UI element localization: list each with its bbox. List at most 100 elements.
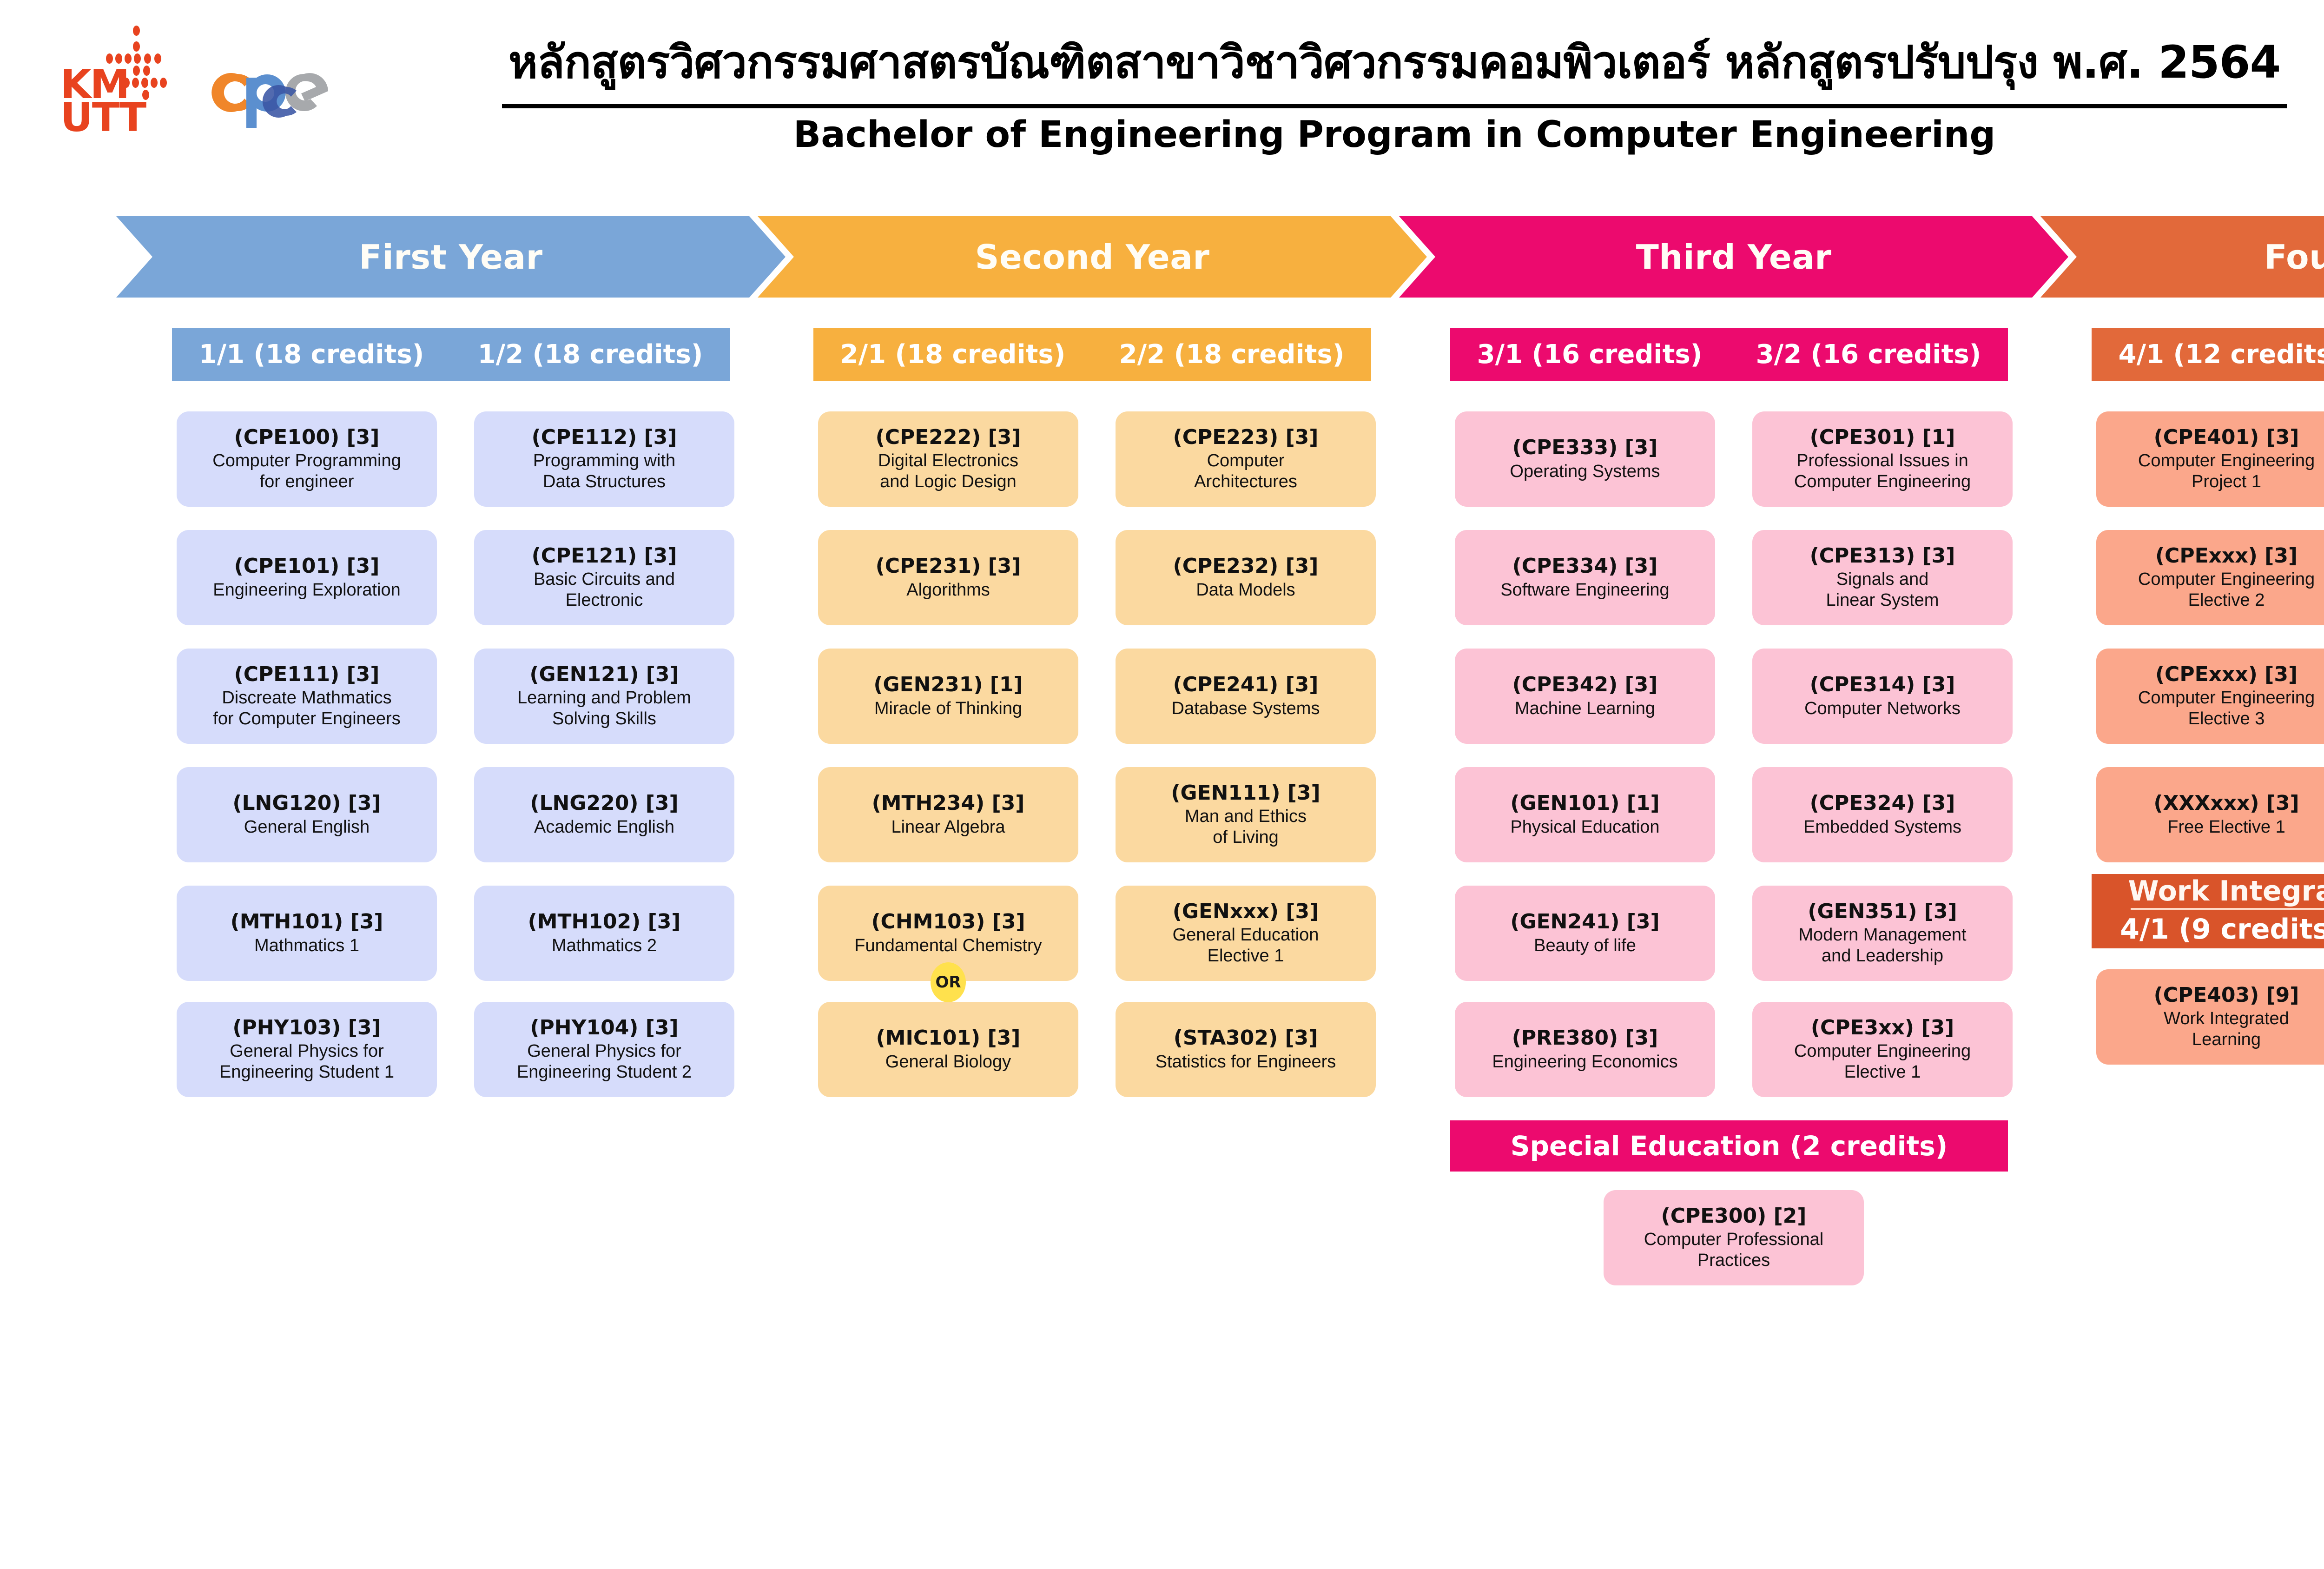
- course-code: (PHY104) [3]: [530, 1016, 679, 1040]
- course-box-second-1-4[interactable]: (MTH234) [3]Linear Algebra: [818, 767, 1078, 862]
- course-code: (CPE223) [3]: [1173, 425, 1319, 450]
- year-banner-third: Third Year: [1399, 216, 2068, 298]
- course-box-first-2-5[interactable]: (MTH102) [3]Mathmatics 2: [474, 886, 734, 981]
- course-name: General Physics for Engineering Student …: [219, 1041, 395, 1082]
- course-box-third-1-2[interactable]: (CPE334) [3]Software Engineering: [1455, 530, 1715, 625]
- course-box-first-1-2[interactable]: (CPE101) [3]Engineering Exploration: [177, 530, 437, 625]
- course-name: Machine Learning: [1514, 698, 1656, 718]
- course-box-second-1-2[interactable]: (CPE231) [3]Algorithms: [818, 530, 1078, 625]
- course-box-fourth-1-4[interactable]: (XXXxxx) [3]Free Elective 1: [2096, 767, 2324, 862]
- course-box-third-2-4[interactable]: (CPE324) [3]Embedded Systems: [1752, 767, 2013, 862]
- logo-group: KM UTT: [60, 26, 338, 146]
- course-code: (CPExxx) [3]: [2155, 662, 2298, 687]
- course-name: Fundamental Chemistry: [854, 935, 1042, 955]
- course-box-special-education[interactable]: (CPE300) [2]Computer Professional Practi…: [1604, 1190, 1864, 1285]
- course-box-third-1-3[interactable]: (CPE342) [3]Machine Learning: [1455, 649, 1715, 744]
- course-box-wil-1-1[interactable]: (CPE403) [9]Work Integrated Learning: [2096, 969, 2324, 1065]
- semester-label-3-1: 3/1 (16 credits): [1477, 339, 1703, 370]
- course-code: (CPE342) [3]: [1512, 673, 1658, 697]
- title-divider: [502, 104, 2287, 108]
- course-code: (CPE300) [2]: [1661, 1204, 1807, 1228]
- course-name: Beauty of life: [1534, 935, 1636, 955]
- course-name: Statistics for Engineers: [1155, 1052, 1336, 1072]
- course-box-third-1-5[interactable]: (GEN241) [3]Beauty of life: [1455, 886, 1715, 981]
- course-code: (CHM103) [3]: [871, 910, 1025, 934]
- course-name: Professional Issues in Computer Engineer…: [1794, 451, 1971, 492]
- course-code: (CPE100) [3]: [234, 425, 380, 450]
- course-box-second-2-3[interactable]: (CPE241) [3]Database Systems: [1116, 649, 1376, 744]
- course-box-first-1-5[interactable]: (MTH101) [3]Mathmatics 1: [177, 886, 437, 981]
- course-name: Physical Education: [1510, 817, 1660, 837]
- course-box-third-1-4[interactable]: (GEN101) [1]Physical Education: [1455, 767, 1715, 862]
- course-name: Learning and Problem Solving Skills: [517, 688, 691, 729]
- course-code: (MTH102) [3]: [528, 910, 681, 934]
- course-box-second-2-5[interactable]: (GENxxx) [3]General Education Elective 1: [1116, 886, 1376, 981]
- course-name: General Education Elective 1: [1172, 925, 1319, 966]
- course-name: Computer Engineering Project 1: [2138, 451, 2315, 492]
- course-box-third-1-1[interactable]: (CPE333) [3]Operating Systems: [1455, 411, 1715, 507]
- course-box-third-2-6[interactable]: (CPE3xx) [3]Computer Engineering Electiv…: [1752, 1002, 2013, 1097]
- course-name: Mathmatics 2: [552, 935, 657, 955]
- course-name: Data Models: [1196, 580, 1295, 600]
- course-box-first-1-1[interactable]: (CPE100) [3]Computer Programming for eng…: [177, 411, 437, 507]
- wil-semester-4-1: 4/1 (9 credits): [2120, 913, 2324, 946]
- course-code: (CPE222) [3]: [875, 425, 1021, 450]
- course-box-second-2-2[interactable]: (CPE232) [3]Data Models: [1116, 530, 1376, 625]
- course-name: Computer Architectures: [1194, 451, 1297, 492]
- semester-bar-year3: 3/1 (16 credits) 3/2 (16 credits): [1450, 328, 2008, 381]
- course-box-first-2-4[interactable]: (LNG220) [3]Academic English: [474, 767, 734, 862]
- course-name: Academic English: [534, 817, 675, 837]
- wil-divider: [2131, 907, 2324, 910]
- course-box-third-2-1[interactable]: (CPE301) [1]Professional Issues in Compu…: [1752, 411, 2013, 507]
- semester-bar-year4: 4/1 (12 credits) 4/2 (12 credits): [2092, 328, 2324, 381]
- course-box-first-2-2[interactable]: (CPE121) [3]Basic Circuits and Electroni…: [474, 530, 734, 625]
- semester-label-1-1: 1/1 (18 credits): [198, 339, 424, 370]
- course-code: (GEN241) [3]: [1510, 910, 1660, 934]
- year-label-first: First Year: [359, 237, 543, 277]
- course-code: (CPE3xx) [3]: [1810, 1016, 1954, 1040]
- course-box-first-2-3[interactable]: (GEN121) [3]Learning and Problem Solving…: [474, 649, 734, 744]
- course-name: General Biology: [885, 1052, 1011, 1072]
- course-box-first-1-6[interactable]: (PHY103) [3]General Physics for Engineer…: [177, 1002, 437, 1097]
- course-box-second-1-3[interactable]: (GEN231) [1]Miracle of Thinking: [818, 649, 1078, 744]
- course-box-fourth-1-2[interactable]: (CPExxx) [3]Computer Engineering Electiv…: [2096, 530, 2324, 625]
- course-name: Computer Programming for engineer: [212, 451, 401, 492]
- year-banner-row: First Year Second Year Third Year Fourth…: [0, 216, 2324, 298]
- course-name: Miracle of Thinking: [874, 698, 1023, 718]
- course-box-first-2-1[interactable]: (CPE112) [3]Programming with Data Struct…: [474, 411, 734, 507]
- course-box-first-2-6[interactable]: (PHY104) [3]General Physics for Engineer…: [474, 1002, 734, 1097]
- course-name: General Physics for Engineering Student …: [516, 1041, 692, 1082]
- course-box-first-1-4[interactable]: (LNG120) [3]General English: [177, 767, 437, 862]
- course-box-third-2-3[interactable]: (CPE314) [3]Computer Networks: [1752, 649, 2013, 744]
- course-name: Digital Electronics and Logic Design: [878, 451, 1018, 492]
- semester-label-4-1: 4/1 (12 credits): [2118, 339, 2324, 370]
- course-box-fourth-1-1[interactable]: (CPE401) [3]Computer Engineering Project…: [2096, 411, 2324, 507]
- course-box-third-2-2[interactable]: (CPE313) [3]Signals and Linear System: [1752, 530, 2013, 625]
- course-name: Man and Ethics of Living: [1185, 807, 1307, 847]
- course-name: Computer Engineering Elective 3: [2138, 688, 2315, 729]
- course-box-first-1-3[interactable]: (CPE111) [3]Discreate Mathmatics for Com…: [177, 649, 437, 744]
- year-label-second: Second Year: [975, 237, 1210, 277]
- course-box-second-1-1[interactable]: (CPE222) [3]Digital Electronics and Logi…: [818, 411, 1078, 507]
- course-box-fourth-1-3[interactable]: (CPExxx) [3]Computer Engineering Electiv…: [2096, 649, 2324, 744]
- page-header: KM UTT หลักสูตรวิศวกรรมศาสตรบัณฑิตสาขาวิ…: [0, 0, 2324, 200]
- course-box-third-2-5[interactable]: (GEN351) [3]Modern Management and Leader…: [1752, 886, 2013, 981]
- course-code: (LNG220) [3]: [530, 791, 679, 815]
- course-name: Database Systems: [1171, 698, 1320, 718]
- course-box-second-2-6[interactable]: (STA302) [3]Statistics for Engineers: [1116, 1002, 1376, 1097]
- course-code: (MIC101) [3]: [876, 1026, 1021, 1050]
- year-label-fourth: Fourth Year: [2264, 237, 2324, 277]
- course-box-second-2-4[interactable]: (GEN111) [3]Man and Ethics of Living: [1116, 767, 1376, 862]
- course-code: (CPE401) [3]: [2153, 425, 2299, 450]
- course-box-second-1-6[interactable]: (MIC101) [3]General Biology: [818, 1002, 1078, 1097]
- course-box-third-1-6[interactable]: (PRE380) [3]Engineering Economics: [1455, 1002, 1715, 1097]
- course-code: (CPE101) [3]: [234, 554, 380, 578]
- course-name: Free Elective 1: [2167, 817, 2285, 837]
- course-code: (GEN101) [1]: [1510, 791, 1660, 815]
- course-code: (CPE314) [3]: [1809, 673, 1955, 697]
- course-box-second-2-1[interactable]: (CPE223) [3]Computer Architectures: [1116, 411, 1376, 507]
- course-code: (CPE324) [3]: [1809, 791, 1955, 815]
- course-name: Computer Engineering Elective 2: [2138, 569, 2315, 610]
- semester-label-1-2: 1/2 (18 credits): [477, 339, 703, 370]
